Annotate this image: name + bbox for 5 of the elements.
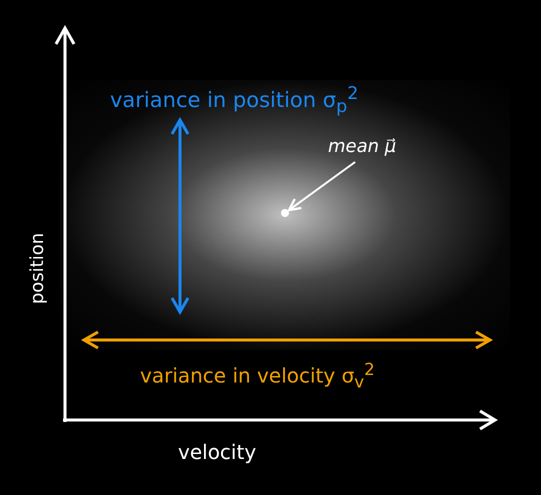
mean-label: mean μ⃗ [328,136,396,157]
leader-line [288,161,356,212]
mean-dot [281,209,289,217]
axis-label: velocity [178,440,256,464]
axis-label: position [27,232,48,304]
